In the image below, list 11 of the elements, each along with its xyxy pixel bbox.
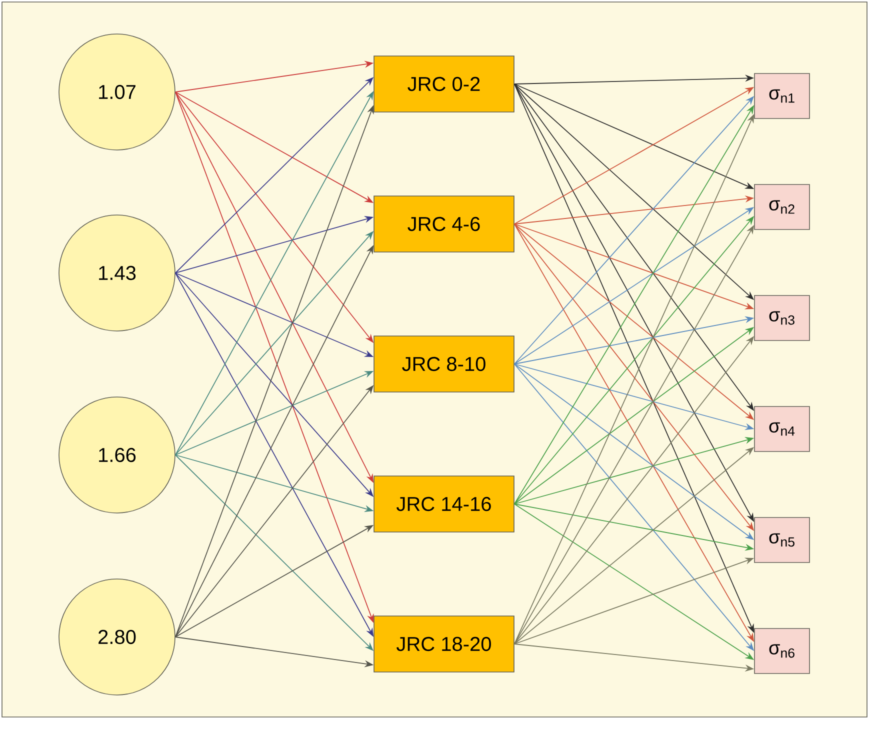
jrc-box: JRC 18-20 bbox=[374, 616, 514, 672]
stress-box: σ$_{n1}$ bbox=[754, 73, 810, 119]
stress-box: σ$_{n2}$ bbox=[754, 184, 810, 230]
stress-box: σ$_{n6}$ bbox=[754, 628, 810, 674]
jrc-box: JRC 8-10 bbox=[374, 336, 514, 392]
jrc-box: JRC 14-16 bbox=[374, 476, 514, 532]
stress-box: σ$_{n5}$ bbox=[754, 517, 810, 563]
jrc-box: JRC 0-2 bbox=[374, 56, 514, 112]
stress-box: σ$_{n4}$ bbox=[754, 406, 810, 452]
stress-box: σ$_{n3}$ bbox=[754, 295, 810, 341]
jrc-box: JRC 4-6 bbox=[374, 196, 514, 252]
